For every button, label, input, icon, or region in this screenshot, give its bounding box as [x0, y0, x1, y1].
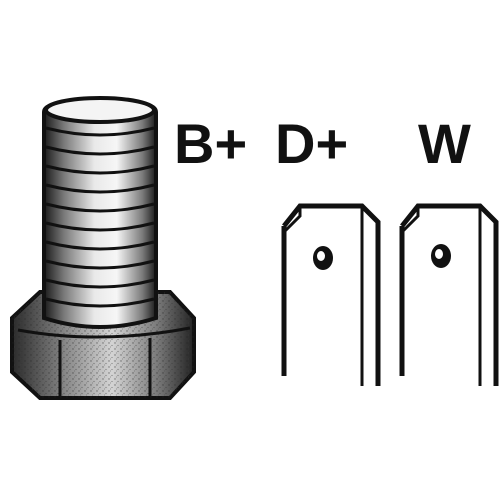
thread-ridge — [45, 164, 155, 175]
w-spade-terminal-icon — [399, 203, 499, 386]
thread-ridge — [45, 240, 155, 251]
bolt-terminal-icon — [10, 96, 196, 400]
thread-ridge — [45, 259, 155, 270]
threaded-shaft-icon — [42, 96, 158, 329]
thread-ridge — [45, 221, 155, 232]
w-label: W — [418, 112, 471, 175]
thread-ridge — [45, 145, 155, 156]
thread-ridge — [45, 297, 155, 308]
thread-ridge — [45, 202, 155, 213]
thread-ridge — [45, 183, 155, 194]
thread-ridge — [45, 278, 155, 289]
b-plus-label: B+ — [174, 112, 247, 175]
d-plus-label: D+ — [275, 112, 348, 175]
d-plus-spade-terminal-icon — [281, 203, 381, 386]
thread-ridge — [45, 126, 155, 137]
